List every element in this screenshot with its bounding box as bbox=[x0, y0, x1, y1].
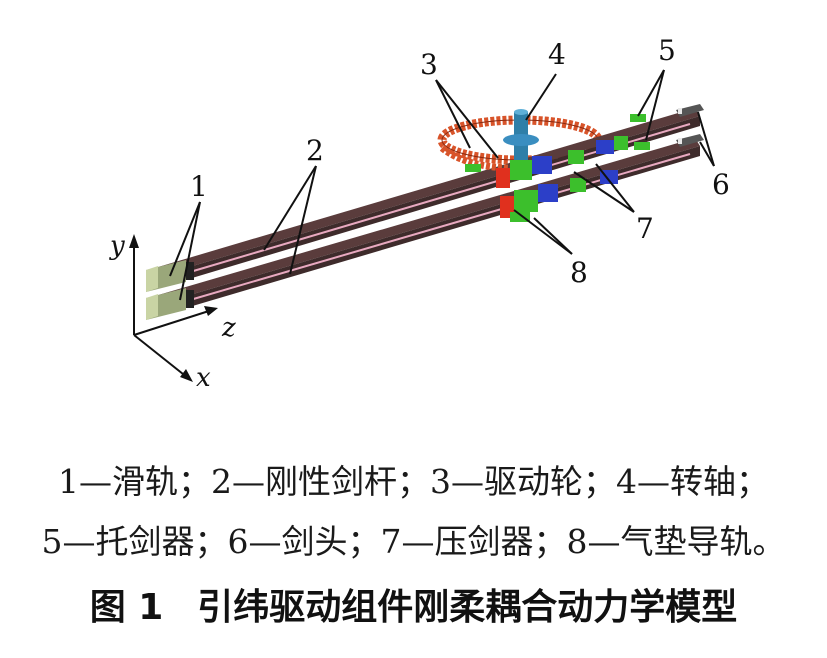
callout-4: 4 bbox=[548, 38, 566, 71]
mechanism-diagram: y z x bbox=[109, 34, 730, 393]
y-axis-label: y bbox=[109, 231, 125, 261]
callout-2: 2 bbox=[306, 134, 324, 167]
legend-line-2: 5—托剑器；6—剑头；7—压剑器；8—气垫导轨。 bbox=[41, 522, 786, 561]
callout-1: 1 bbox=[190, 170, 208, 203]
lower-rapier-rail bbox=[146, 138, 700, 320]
callout-8: 8 bbox=[570, 256, 588, 289]
callout-6: 6 bbox=[712, 168, 730, 201]
figure-title-text: 引纬驱动组件刚柔耦合动力学模型 bbox=[197, 587, 738, 628]
rapier-heads bbox=[676, 104, 704, 147]
figure-number: 图 1 bbox=[89, 587, 164, 628]
upper-rapier-rail bbox=[146, 108, 700, 292]
callout-5: 5 bbox=[658, 34, 676, 67]
rapier-carriers bbox=[630, 114, 650, 150]
upper-presser-assembly bbox=[465, 136, 628, 188]
legend-line-1: 1—滑轨；2—刚性剑杆；3—驱动轮；4—转轴； bbox=[58, 462, 769, 501]
figure-title: 图 1 引纬驱动组件刚柔耦合动力学模型 bbox=[0, 578, 827, 630]
callout-3: 3 bbox=[420, 48, 438, 81]
callout-7: 7 bbox=[636, 212, 654, 245]
coordinate-axes bbox=[129, 234, 218, 382]
z-axis-label: z bbox=[221, 313, 236, 343]
x-axis-label: x bbox=[196, 363, 211, 393]
callout-leaders bbox=[169, 69, 715, 301]
rotating-shaft bbox=[503, 109, 539, 164]
